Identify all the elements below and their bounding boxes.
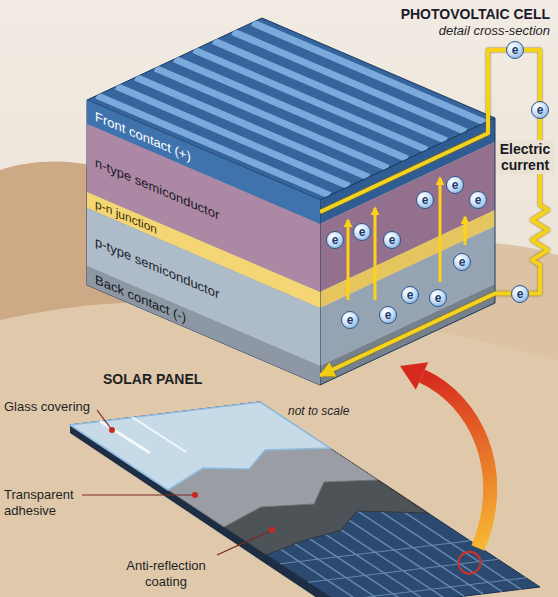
edge-label: Electric current	[496, 140, 554, 174]
electron-circle: e	[531, 101, 549, 119]
electron-circle: e	[429, 289, 447, 307]
electron-circle: e	[453, 253, 471, 271]
electron-symbol: e	[385, 309, 392, 322]
part-label: not to scale	[288, 404, 349, 419]
glass-highlight	[100, 421, 150, 453]
electron-symbol: e	[459, 256, 466, 269]
electron-circle: e	[416, 191, 434, 209]
leader-line	[82, 494, 195, 495]
electron-circle: e	[326, 231, 344, 249]
part-label: Anti-reflection coating	[108, 558, 224, 590]
zoom-arrow	[422, 376, 490, 548]
electron-circle: e	[353, 223, 371, 241]
leader-line	[97, 410, 112, 430]
electron-symbol: e	[435, 292, 442, 305]
electron-symbol: e	[537, 104, 544, 117]
anti-reflection-layer	[70, 402, 428, 555]
electron-symbol: e	[452, 179, 459, 192]
part-label: Transparent adhesive	[4, 487, 94, 519]
detail-circle	[459, 552, 481, 574]
right-face-p-layer	[320, 226, 495, 366]
front-face	[87, 100, 320, 385]
electron-symbol: e	[389, 234, 396, 247]
ridge	[233, 32, 466, 132]
carrier-arrows	[348, 178, 465, 300]
electron-symbol: e	[347, 314, 354, 327]
part-label: Glass covering	[4, 399, 90, 415]
electron-symbol: e	[332, 234, 339, 247]
part-label: detail cross-section	[380, 23, 550, 39]
diagram-title: PHOTOVOLTAIC CELL	[380, 6, 550, 22]
leader-dot	[109, 427, 115, 433]
current-wire	[320, 50, 548, 376]
part-label: SOLAR PANEL	[103, 371, 202, 388]
leader-dot	[269, 527, 275, 533]
grid-line	[308, 559, 498, 582]
electron-circle: e	[401, 286, 419, 304]
carrier-arrow	[439, 178, 442, 282]
leader-dot	[192, 492, 198, 498]
carrier-arrow	[347, 220, 350, 300]
adhesive-layer	[70, 402, 378, 527]
grid-line	[280, 541, 470, 564]
leader-line	[217, 530, 272, 555]
electron-symbol: e	[422, 194, 429, 207]
carrier-arrow	[464, 217, 467, 245]
carrier-arrow	[374, 208, 377, 300]
electron-circle: e	[469, 191, 487, 209]
electron-symbol: e	[407, 289, 414, 302]
electron-symbol: e	[359, 226, 366, 239]
electron-circle: e	[383, 231, 401, 249]
electron-circle: e	[379, 306, 397, 324]
solar-cells	[70, 402, 540, 597]
electron-circle: e	[511, 285, 529, 303]
grid-line	[336, 578, 526, 597]
electron-symbol: e	[517, 288, 524, 301]
electron-symbol: e	[475, 194, 482, 207]
glass-highlight	[132, 417, 186, 452]
electron-symbol: e	[512, 44, 519, 57]
electron-circle: e	[341, 311, 359, 329]
right-face-outline	[320, 118, 495, 385]
electron-circle: e	[446, 176, 464, 194]
electron-circle: e	[506, 41, 524, 59]
zoom-arrow-head	[400, 362, 428, 389]
